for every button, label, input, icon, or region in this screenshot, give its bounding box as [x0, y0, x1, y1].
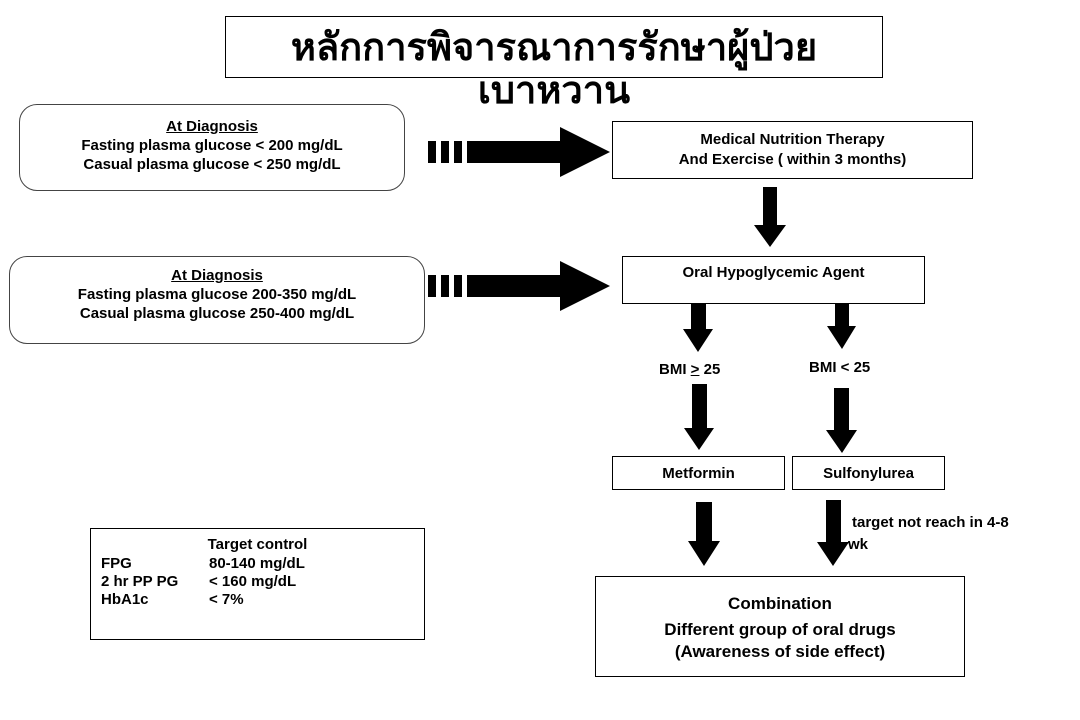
arrow-bmi-low-to-sulfonylurea: [826, 388, 857, 453]
sulfonylurea-label: Sulfonylurea: [823, 465, 914, 482]
diagnosis-1-line-1: Fasting plasma glucose < 200 mg/dL: [81, 137, 343, 154]
bmi-high-prefix: BMI: [659, 361, 691, 378]
striped-arrow-1: [428, 127, 610, 177]
oha-label: Oral Hypoglycemic Agent: [682, 264, 865, 281]
diagnosis-2-line-2: Casual plasma glucose 250-400 mg/dL: [79, 305, 355, 322]
title-line-1: หลักการพิจารณาการรักษาผู้ป่วย: [290, 25, 818, 69]
bmi-high-suffix: 25: [699, 361, 721, 378]
combination-line-1: Combination: [728, 594, 832, 613]
target-row-value: 80-140 mg/dL: [209, 555, 305, 572]
target-row-key: 2 hr PP PG: [101, 573, 179, 590]
diagnosis-2-line-1: Fasting plasma glucose 200-350 mg/dL: [77, 286, 357, 303]
target-row-fpg: FPG 80-140 mg/dL: [101, 555, 424, 573]
bmi-high-operator: >: [690, 361, 700, 378]
arrow-oha-to-bmi-high: [683, 304, 713, 352]
diagnosis-1-heading: At Diagnosis: [166, 118, 258, 135]
mnt-line-1: Medical Nutrition Therapy: [700, 131, 885, 148]
striped-arrow-2: [428, 261, 610, 311]
target-control-heading: Target control: [207, 536, 308, 553]
diagnosis-1-line-2: Casual plasma glucose < 250 mg/dL: [83, 156, 341, 173]
target-control-box: Target control FPG 80-140 mg/dL 2 hr PP …: [90, 528, 425, 640]
arrow-sulfonylurea-to-combination: [817, 500, 849, 566]
diagnosis-box-2: At Diagnosis Fasting plasma glucose 200-…: [9, 256, 425, 344]
diagnosis-2-heading: At Diagnosis: [171, 267, 263, 284]
target-note-line-1: target not reach in 4-8: [852, 514, 1009, 531]
mnt-line-2: And Exercise ( within 3 months): [678, 151, 907, 168]
target-note: target not reach in 4-8 wk: [848, 512, 1009, 556]
combination-line-2: Different group of oral drugs: [664, 620, 896, 639]
sulfonylurea-box: Sulfonylurea: [792, 456, 945, 490]
arrow-metformin-to-combination: [688, 502, 720, 566]
arrow-oha-to-bmi-low: [827, 304, 856, 349]
metformin-label: Metformin: [662, 465, 735, 482]
arrow-mnt-to-oha: [754, 187, 786, 247]
target-row-hba1c: HbA1c < 7%: [101, 591, 424, 609]
metformin-box: Metformin: [612, 456, 785, 490]
target-row-pp-pg: 2 hr PP PG < 160 mg/dL: [101, 573, 424, 591]
bmi-low-label: BMI < 25: [809, 359, 871, 376]
combination-line-3: (Awareness of side effect): [674, 642, 886, 661]
target-row-key: HbA1c: [101, 591, 149, 608]
bmi-high-label: BMI > 25: [659, 361, 720, 378]
title-line-2: เบาหวาน: [477, 68, 631, 112]
target-row-key: FPG: [101, 555, 132, 572]
page-title: หลักการพิจารณาการรักษาผู้ป่วย เบาหวาน: [225, 16, 883, 112]
target-row-value: < 7%: [209, 591, 244, 608]
oha-box: Oral Hypoglycemic Agent: [622, 256, 925, 304]
diagnosis-box-1: At Diagnosis Fasting plasma glucose < 20…: [19, 104, 405, 191]
target-row-value: < 160 mg/dL: [209, 573, 297, 590]
target-note-line-2: wk: [848, 536, 869, 553]
arrow-bmi-high-to-metformin: [684, 384, 714, 450]
combination-box: Combination Different group of oral drug…: [595, 576, 965, 677]
mnt-box: Medical Nutrition Therapy And Exercise (…: [612, 121, 973, 179]
